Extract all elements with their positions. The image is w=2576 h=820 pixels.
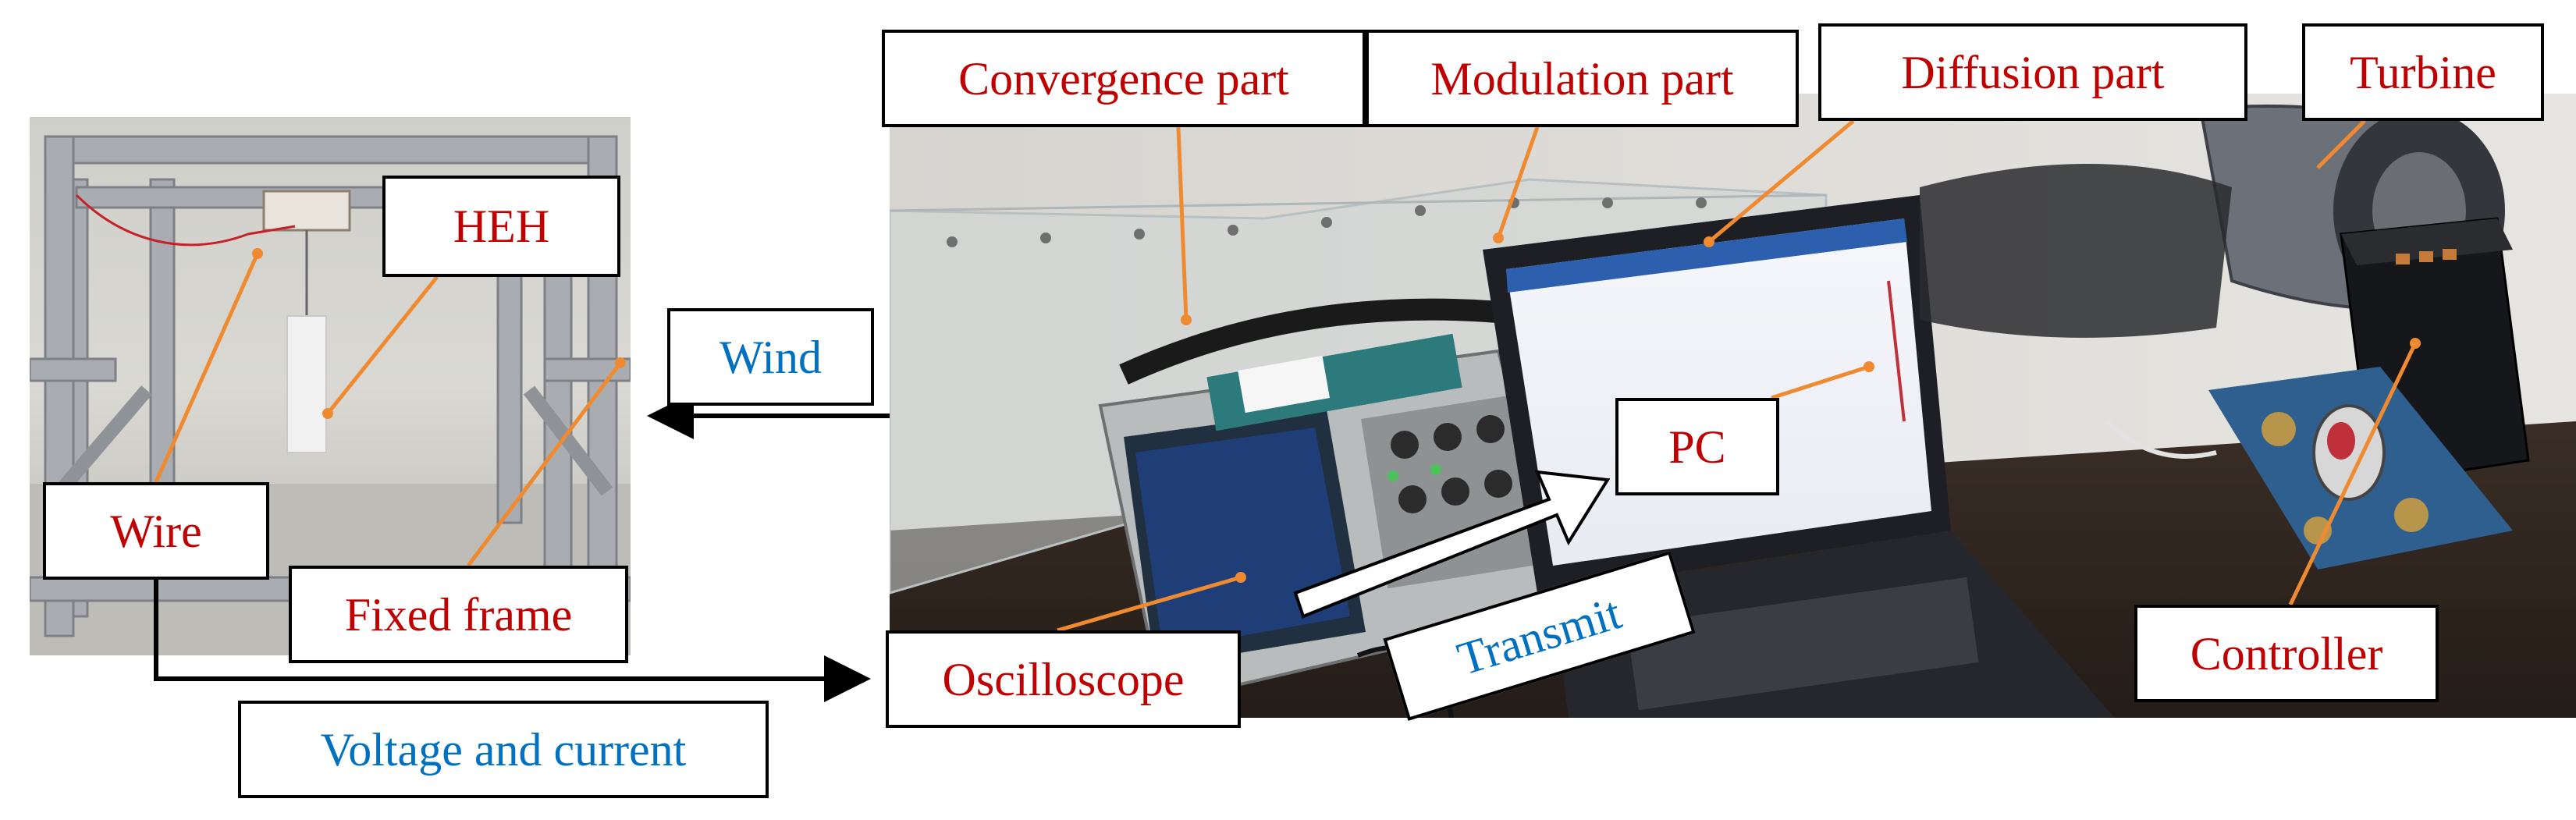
leader-wire	[154, 252, 260, 484]
leader-fixed-frame	[467, 361, 622, 567]
label-pc: PC	[1615, 398, 1779, 495]
leader-convergence	[1176, 126, 1189, 321]
label-controller: Controller	[2134, 605, 2439, 702]
label-heh: HEH	[382, 176, 620, 277]
leader-heh	[326, 275, 439, 415]
leader-turbine	[2316, 119, 2366, 169]
label-wire: Wire	[43, 482, 269, 580]
label-fixed-frame: Fixed frame	[289, 566, 628, 663]
leader-pc	[1771, 364, 1870, 400]
label-voltage-and-current: Voltage and current	[238, 701, 769, 798]
label-diffusion-part: Diffusion part	[1818, 23, 2247, 121]
leader-modulation	[1496, 126, 1540, 239]
leader-controller	[2288, 342, 2418, 606]
wind-tunnel-setup-photo	[890, 94, 2576, 718]
leader-oscilloscope	[1057, 575, 1242, 633]
label-modulation-part: Modulation part	[1366, 30, 1799, 127]
label-turbine: Turbine	[2302, 23, 2544, 121]
label-oscilloscope: Oscilloscope	[886, 630, 1241, 728]
leader-diffusion	[1707, 119, 1855, 243]
transmit-arrow	[1293, 470, 1611, 619]
label-convergence-part: Convergence part	[882, 30, 1366, 127]
label-wind: Wind	[667, 308, 874, 406]
voltage-connector	[154, 580, 871, 702]
